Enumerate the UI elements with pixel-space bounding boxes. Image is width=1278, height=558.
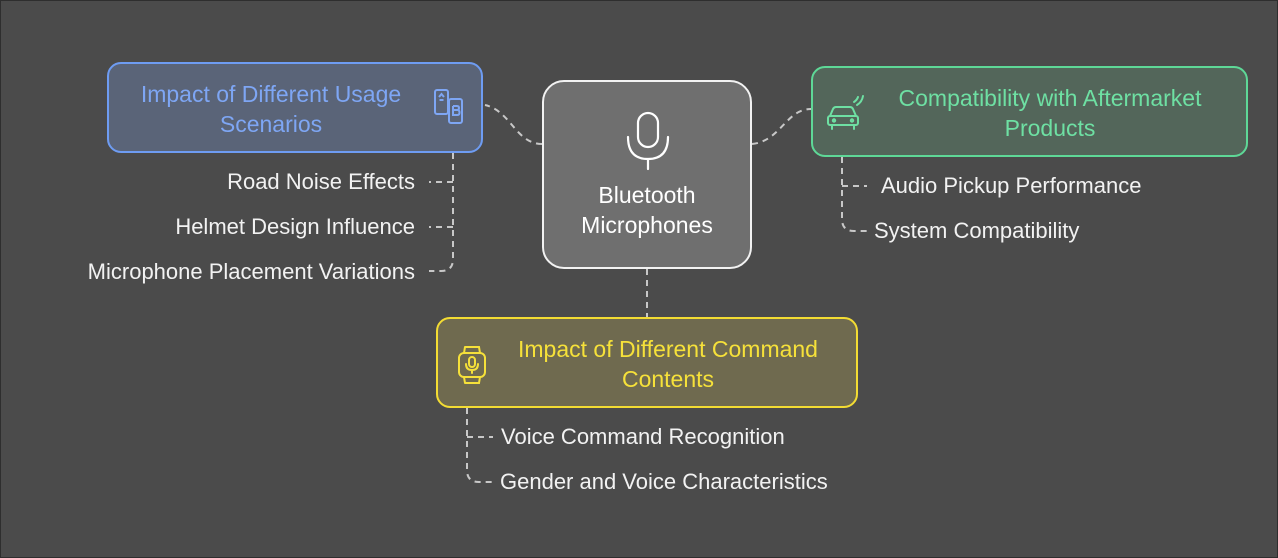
phone-sync-icon	[434, 89, 463, 124]
node-usage-title-line2: Scenarios	[219, 111, 323, 137]
node-bluetooth-microphones[interactable]: Bluetooth Microphones	[542, 80, 752, 269]
leaf-gender-voice[interactable]: Gender and Voice Characteristics	[500, 469, 828, 494]
node-usage-title: Impact of Different Usage Scenarios	[121, 79, 421, 139]
node-usage-scenarios[interactable]: Impact of Different Usage Scenarios	[107, 62, 483, 153]
node-compat-title-line1: Compatibility with Aftermarket	[898, 85, 1202, 111]
microphone-icon	[626, 111, 670, 171]
node-usage-title-line1: Impact of Different Usage	[140, 81, 402, 107]
node-compat-title-line2: Products	[1004, 115, 1096, 141]
leaf-road-noise[interactable]: Road Noise Effects	[227, 169, 415, 194]
node-command-title-line2: Contents	[621, 366, 715, 392]
connector-compat-items	[841, 157, 867, 232]
smartwatch-mic-icon	[458, 346, 486, 384]
connected-car-icon	[827, 95, 864, 130]
leaf-mic-placement[interactable]: Microphone Placement Variations	[87, 259, 415, 284]
leaf-helmet-design[interactable]: Helmet Design Influence	[175, 214, 415, 239]
node-center-title-line2: Microphones	[581, 212, 713, 238]
leaf-system-compat[interactable]: System Compatibility	[874, 218, 1080, 243]
node-command-title-line1: Impact of Different Command	[518, 336, 818, 362]
connector-center-compat	[751, 108, 812, 145]
node-command-title: Impact of Different Command Contents	[490, 334, 846, 394]
node-center-title: Bluetooth Microphones	[544, 180, 750, 240]
connector-usage-items	[429, 153, 454, 272]
leaf-voice-recognition[interactable]: Voice Command Recognition	[501, 424, 785, 449]
node-center-title-line1: Bluetooth	[598, 182, 696, 208]
leaf-audio-pickup[interactable]: Audio Pickup Performance	[881, 173, 1142, 198]
connector-command-items	[466, 408, 493, 483]
connector-center-usage	[484, 104, 543, 145]
node-compat-title: Compatibility with Aftermarket Products	[875, 83, 1225, 143]
node-compatibility[interactable]: Compatibility with Aftermarket Products	[811, 66, 1248, 157]
node-command-contents[interactable]: Impact of Different Command Contents	[436, 317, 858, 408]
